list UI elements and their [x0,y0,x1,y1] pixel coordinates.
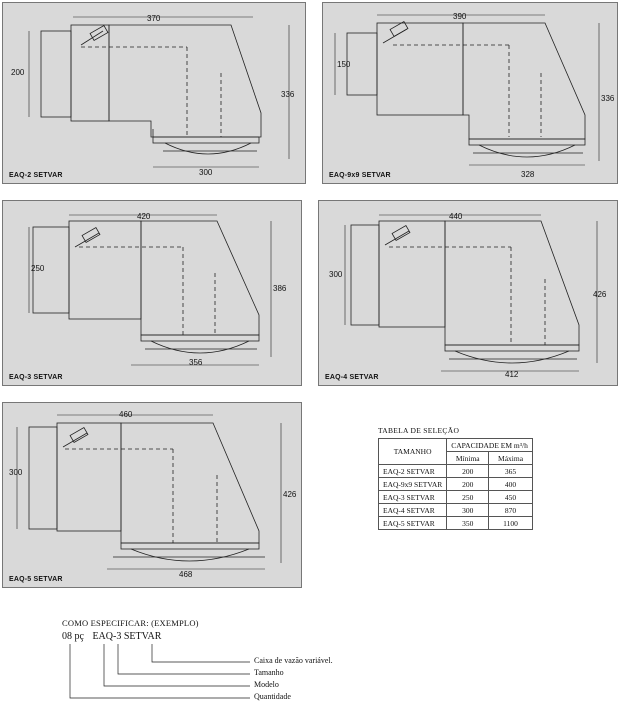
header-min: Mínima [446,451,490,465]
cell-max: 365 [488,464,533,478]
drawing-eaq-4: 440 300 426 412 [329,212,607,379]
cell-min: 200 [446,464,490,478]
spec-example: COMO ESPECIFICAR: (EXEMPLO) 08 pç EAQ-3 … [0,610,620,702]
drawing-eaq-3: 420 250 386 356 [28,212,287,367]
cell-size: EAQ-5 SETVAR [377,516,448,530]
table-title: TABELA DE SELEÇÃO [378,426,460,435]
dim-left: 300 [329,270,343,279]
spec-item-tamanho: Tamanho [254,668,284,677]
dim-right: 336 [601,94,615,103]
drawing-eaq-2: 370 200 336 300 [11,14,295,177]
dim-top: 370 [147,14,161,23]
dim-left: 250 [31,264,45,273]
table-row: EAQ-4 SETVAR 300 870 [377,503,533,517]
panel-label: EAQ-9x9 SETVAR [329,172,391,179]
dim-left: 150 [337,60,351,69]
dim-bottom: 468 [179,570,193,579]
spec-leaders [69,644,250,699]
panel-eaq-3: 420 250 386 356 EAQ-3 SETVAR [2,200,302,386]
spec-model: EAQ-3 SETVAR [92,631,162,642]
inlet-duct [40,30,72,118]
dim-top: 460 [119,410,133,419]
dim-bottom: 328 [521,170,535,179]
spec-item-caixa: Caixa de vazão variável. [254,656,333,665]
cell-size: EAQ-3 SETVAR [377,490,448,504]
dim-bottom: 300 [199,168,213,177]
header-capacity: CAPACIDADE EM m³/h [446,438,533,452]
panel-eaq-9x9: 390 150 336 328 EAQ-9x9 SETVAR [322,2,618,184]
spec-title: COMO ESPECIFICAR: (EXEMPLO) [62,618,199,628]
spec-item-modelo: Modelo [254,680,279,689]
dim-top: 420 [137,212,151,221]
cell-size: EAQ-9x9 SETVAR [377,477,448,491]
header-size: TAMANHO [377,438,448,465]
drawing-eaq-9x9: 390 150 336 328 [334,12,615,179]
panel-label: EAQ-5 SETVAR [9,576,63,583]
cell-max: 1100 [488,516,533,530]
drawing-eaq-5: 460 300 426 468 [9,410,297,579]
selection-table: TABELA DE SELEÇÃO TAMANHO CAPACIDADE EM … [377,426,533,530]
table-row: EAQ-2 SETVAR 200 365 [377,464,533,478]
spec-item-quantidade: Quantidade [254,692,291,701]
table-row: EAQ-9x9 SETVAR 200 400 [377,477,533,491]
cell-max: 450 [488,490,533,504]
cell-size: EAQ-2 SETVAR [377,464,448,478]
dim-right: 336 [281,90,295,99]
dim-bottom: 356 [189,358,203,367]
cell-min: 300 [446,503,490,517]
cell-min: 250 [446,490,490,504]
header-max: Máxima [488,451,533,465]
dim-top: 390 [453,12,467,21]
dim-right: 386 [273,284,287,293]
panel-eaq-2: 370 200 336 300 EAQ-2 SETVAR [2,2,306,184]
cell-min: 350 [446,516,490,530]
cell-size: EAQ-4 SETVAR [377,503,448,517]
dim-top: 440 [449,212,463,221]
dim-bottom: 412 [505,370,519,379]
spec-line: 08 pç EAQ-3 SETVAR [62,631,161,642]
panel-eaq-5: 460 300 426 468 EAQ-5 SETVAR [2,402,302,588]
table-row: EAQ-5 SETVAR 350 1100 [377,516,533,530]
cell-min: 200 [446,477,490,491]
cell-max: 400 [488,477,533,491]
table-body: TAMANHO CAPACIDADE EM m³/h Mínima Máxima… [377,438,533,530]
cell-max: 870 [488,503,533,517]
dim-right: 426 [283,490,297,499]
panel-eaq-4: 440 300 426 412 EAQ-4 SETVAR [318,200,618,386]
panel-label: EAQ-2 SETVAR [9,172,63,179]
panel-label: EAQ-4 SETVAR [325,374,379,381]
dim-right: 426 [593,290,607,299]
plenum-body [108,24,262,138]
table-row: EAQ-3 SETVAR 250 450 [377,490,533,504]
spec-quantity: 08 pç [62,631,84,642]
dim-left: 200 [11,68,25,77]
panel-label: EAQ-3 SETVAR [9,374,63,381]
dim-left: 300 [9,468,23,477]
